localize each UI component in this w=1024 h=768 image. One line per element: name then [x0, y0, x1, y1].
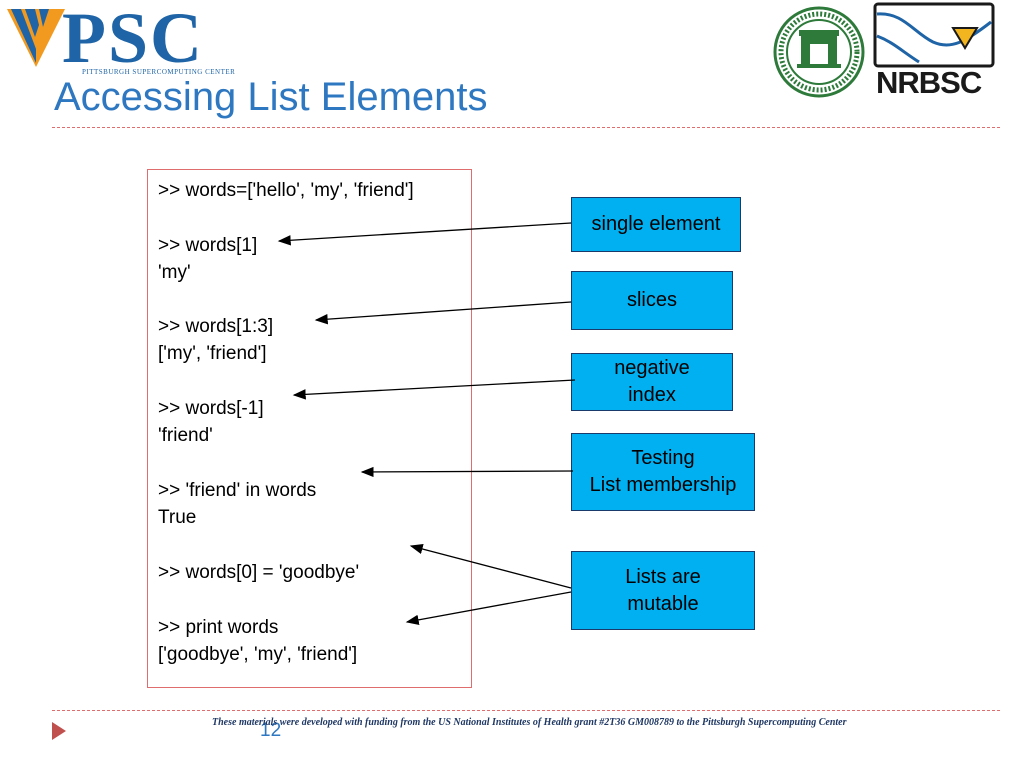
psc-logo-text: PSC — [62, 0, 205, 78]
code-box — [147, 169, 472, 688]
title-divider — [52, 127, 1000, 128]
footer-credit: These materials were developed with fund… — [212, 717, 847, 728]
callout-label: mutable — [627, 592, 699, 615]
upr-seal-logo — [770, 6, 868, 103]
code-line: >> words[0] = 'goodbye' — [158, 562, 360, 583]
callout-label: List membership — [589, 474, 737, 496]
callout-label: index — [628, 384, 676, 406]
nrbsc-logo — [873, 2, 995, 73]
slide-title: Accessing List Elements — [54, 75, 488, 119]
callout-label: single element — [591, 213, 721, 235]
arrow-single-element — [277, 222, 572, 246]
arrow-mutable-print — [405, 591, 572, 626]
code-line: >> 'friend' in words — [158, 480, 317, 501]
code-line: ['goodbye', 'my', 'friend'] — [158, 644, 358, 665]
callout-slices: slices — [571, 271, 733, 330]
callout-label: Lists are — [625, 565, 701, 588]
code-line: 'my' — [158, 262, 191, 283]
code-line: >> words[1] — [158, 235, 258, 256]
callout-label: negative — [614, 357, 690, 379]
callout-single-element: single element — [571, 197, 741, 252]
code-line: >> words=['hello', 'my', 'friend'] — [158, 180, 414, 201]
arrow-mutable-assign — [409, 543, 572, 589]
arrow-negative-index — [292, 379, 576, 400]
arrow-membership — [360, 466, 574, 478]
callout-lists-mutable: Lists are mutable — [571, 551, 755, 630]
callout-list-membership: Testing List membership — [571, 433, 755, 511]
play-triangle-icon — [52, 722, 66, 745]
callout-label: Testing — [631, 447, 695, 469]
code-line: True — [158, 507, 197, 528]
code-line: >> words[-1] — [158, 398, 264, 419]
psc-logo-subtitle: PITTSBURGH SUPERCOMPUTING CENTER — [82, 68, 236, 76]
footer-divider — [52, 710, 1000, 711]
callout-negative-index: negative index — [571, 353, 733, 411]
code-line: >> print words — [158, 617, 279, 638]
psc-logo — [5, 5, 235, 81]
page-number: 12 — [260, 720, 282, 741]
callout-label: slices — [626, 289, 677, 311]
code-line: 'friend' — [158, 425, 213, 446]
code-line: ['my', 'friend'] — [158, 343, 267, 364]
code-line: >> words[1:3] — [158, 316, 274, 337]
arrow-slices — [314, 301, 572, 325]
nrbsc-logo-text: NRBSC — [876, 65, 982, 100]
psc-emblem-icon — [7, 9, 65, 67]
